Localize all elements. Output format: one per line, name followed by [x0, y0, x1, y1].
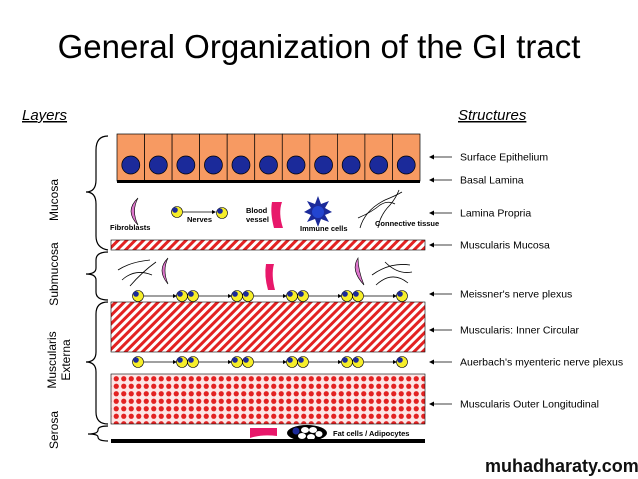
nucleus: [369, 155, 389, 175]
label-vessel: vessel: [246, 215, 269, 224]
neuron-icon: [286, 290, 298, 302]
neuron-icon: [216, 207, 228, 219]
meissner-plexus: [132, 290, 408, 302]
blood-vessel-icon: [271, 202, 283, 228]
layer-muscularis: Muscularis: [45, 331, 59, 388]
structure-label: Auerbach's myenteric nerve plexus: [460, 357, 623, 369]
layer-mucosa: Mucosa: [47, 179, 61, 221]
structure-label: Basal Lamina: [460, 175, 524, 187]
nucleus: [176, 155, 196, 175]
structure-label: Muscularis Mucosa: [460, 240, 550, 252]
label-connective-tissue: Connective tissue: [375, 219, 439, 228]
muscularis-mucosa: [110, 239, 426, 251]
neuron-icon: [176, 290, 188, 302]
neuron-icon: [187, 356, 199, 368]
neuron-icon: [231, 356, 243, 368]
connective-tissue-icon: [357, 189, 403, 229]
layer-braces: [85, 135, 109, 442]
brace-mucosa: [85, 135, 109, 251]
neuron-icon: [297, 290, 309, 302]
serosa-line: [111, 439, 425, 443]
fibroblast-icon: [161, 257, 169, 285]
nucleus: [286, 155, 306, 175]
brace-serosa: [87, 425, 109, 442]
structure-label: Meissner's nerve plexus: [460, 289, 572, 301]
connective-tissue-icon: [371, 261, 413, 286]
muscularis-inner-circular: [110, 301, 426, 353]
layer-externa: Externa: [59, 339, 73, 381]
basal-lamina: [117, 180, 420, 183]
blood-vessel-icon: [250, 428, 277, 438]
fibroblast-icon: [354, 257, 365, 286]
immune-cell-icon: [304, 196, 332, 227]
label-blood: Blood: [246, 206, 268, 215]
structure-label: Surface Epithelium: [460, 152, 548, 164]
neuron-icon: [231, 290, 243, 302]
structure-label: Muscularis: Inner Circular: [460, 325, 580, 337]
neuron-icon: [171, 206, 183, 218]
nucleus: [341, 155, 361, 175]
neuron-icon: [396, 290, 408, 302]
neuron-icon: [297, 356, 309, 368]
blood-vessel-icon: [265, 264, 275, 290]
neuron-icon: [242, 290, 254, 302]
auerbach-plexus: [132, 356, 408, 368]
structures-header: Structures: [458, 107, 527, 124]
neuron-icon: [187, 290, 199, 302]
brace-muscularis: [85, 301, 109, 425]
connective-tissue-icon: [117, 259, 157, 287]
label-fat-cells: Fat cells / Adipocytes: [333, 429, 409, 438]
layers-header: Layers: [22, 107, 68, 124]
nucleus: [148, 155, 168, 175]
layer-serosa: Serosa: [47, 411, 61, 449]
neuron-icon: [132, 356, 144, 368]
neuron-icon: [176, 356, 188, 368]
nucleus: [259, 155, 278, 175]
neuron-icon: [341, 290, 353, 302]
neuron-icon: [341, 356, 353, 368]
nerve-icon: [171, 206, 228, 219]
nucleus: [396, 155, 416, 175]
neuron-icon: [286, 356, 298, 368]
brace-submucosa: [85, 251, 109, 301]
neuron-icon: [132, 290, 144, 302]
nucleus: [204, 155, 223, 175]
structure-label: Lamina Propria: [460, 208, 531, 220]
neuron-icon: [352, 356, 364, 368]
muscularis-outer-longitudinal: [110, 373, 426, 425]
nucleus: [314, 155, 333, 175]
fibroblast-icon: [130, 197, 139, 226]
nucleus: [121, 155, 141, 175]
neuron-icon: [396, 356, 408, 368]
neuron-icon: [242, 356, 254, 368]
label-immune-cells: Immune cells: [300, 224, 348, 233]
layer-submucosa: Submucosa: [47, 242, 61, 306]
fat-cells-icon: [287, 425, 327, 441]
page-title: General Organization of the GI tract: [58, 28, 581, 65]
neuron-icon: [352, 290, 364, 302]
label-fibroblasts: Fibroblasts: [110, 223, 150, 232]
surface-epithelium: [116, 133, 421, 182]
label-nerves: Nerves: [187, 215, 212, 224]
watermark: muhadharaty.com: [485, 456, 638, 476]
nucleus: [231, 155, 251, 175]
structure-label: Muscularis Outer Longitudinal: [460, 399, 599, 411]
